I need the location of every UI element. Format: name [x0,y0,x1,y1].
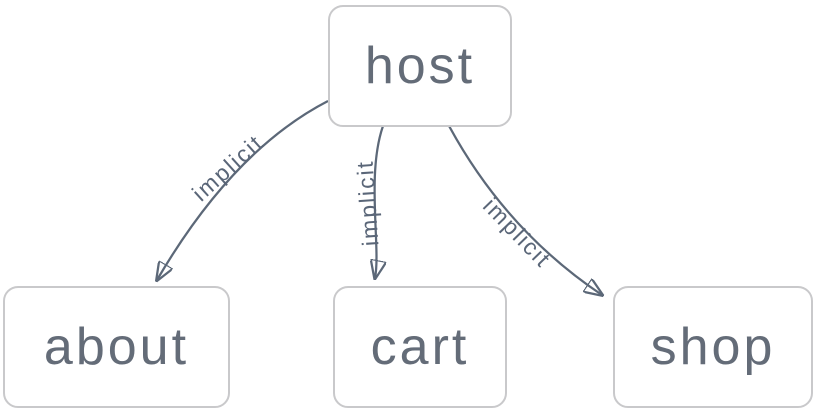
edge-host-about [157,100,329,280]
node-cart-label: cart [370,318,470,376]
edge-host-cart [375,125,383,278]
edge-host-shop [447,123,602,295]
node-cart: cart [333,286,507,408]
node-host: host [328,5,512,127]
node-host-label: host [364,37,476,95]
node-about-label: about [43,318,190,376]
node-shop-label: shop [650,318,776,376]
node-about: about [3,286,230,408]
node-shop: shop [613,286,813,408]
